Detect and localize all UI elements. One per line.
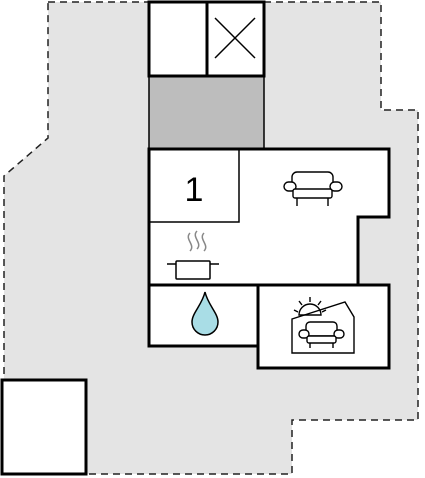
water-drop-icon — [191, 291, 219, 336]
hallway — [148, 75, 265, 150]
cooking-pot-icon — [167, 230, 219, 280]
sunroom-sofa-icon — [291, 297, 355, 354]
sofa-icon — [283, 171, 343, 206]
interior-walls — [149, 149, 358, 346]
entrance-storage — [147, 0, 209, 78]
room-number: 1 — [185, 171, 204, 209]
cross-icon — [214, 17, 256, 59]
annex-building — [0, 378, 88, 476]
